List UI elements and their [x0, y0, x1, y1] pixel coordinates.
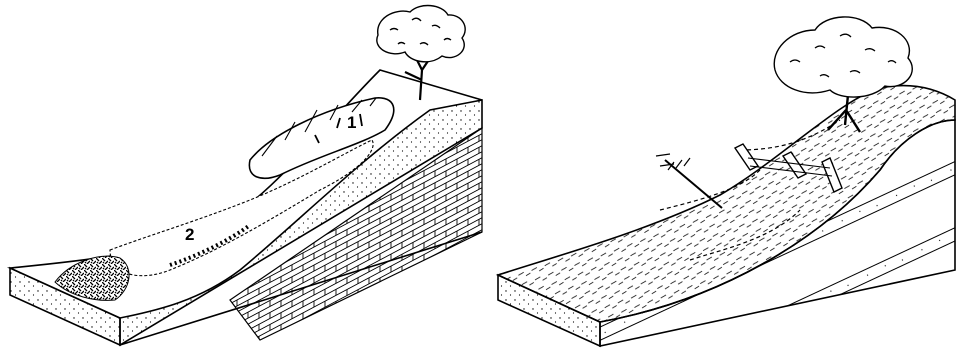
left-block-diagram: 1 2 — [10, 6, 482, 345]
right-block-diagram — [498, 17, 955, 346]
tilted-pole-icon — [656, 154, 722, 208]
label-1: 1 — [347, 113, 356, 132]
label-2: 2 — [185, 225, 194, 244]
